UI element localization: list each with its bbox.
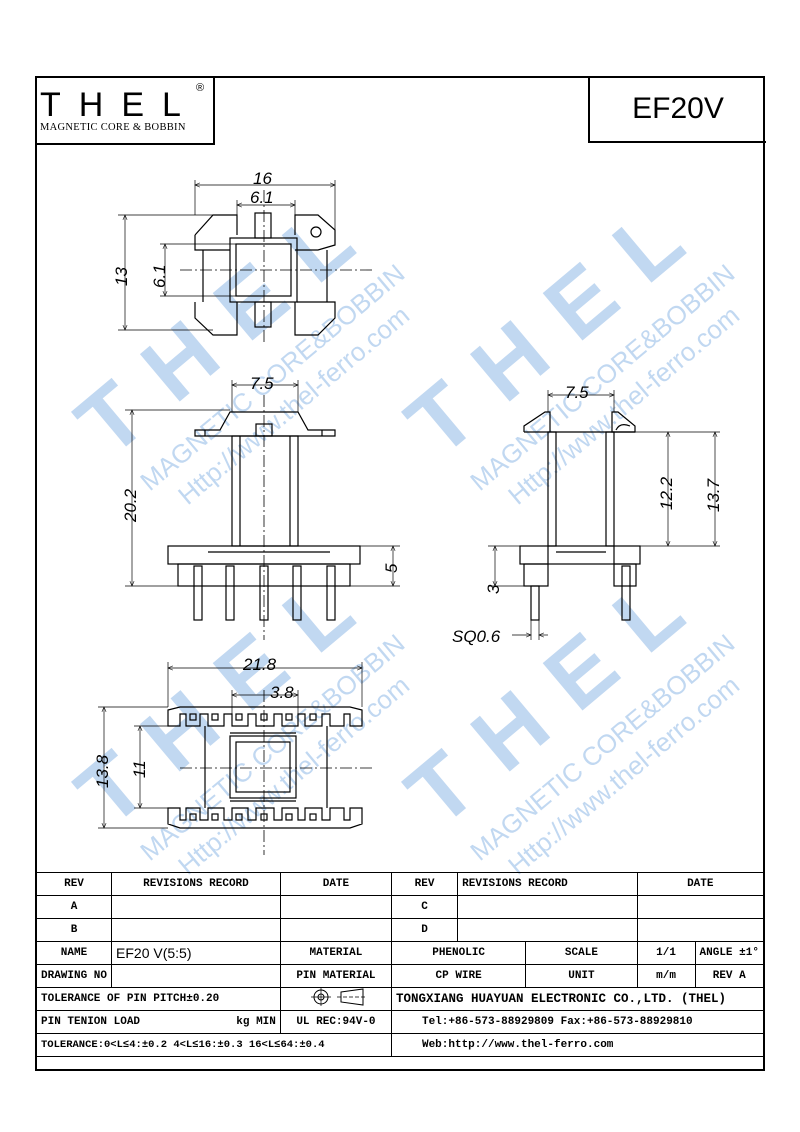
- projection-symbol: [279, 987, 392, 1011]
- rev-label: REV: [712, 970, 733, 982]
- scale-value: 1/1: [636, 941, 696, 965]
- bottom-view: [167, 706, 363, 829]
- pin-tension-unit: kg MIN: [236, 1016, 276, 1028]
- dim-bottom-inner-width: 11: [130, 760, 149, 778]
- front-view-dim-lines: [125, 380, 400, 586]
- unit-value: m/m: [636, 964, 696, 988]
- revisions-header: REVISIONS RECORD: [111, 872, 281, 896]
- top-view-dim-lines: [118, 180, 335, 330]
- pin-material-label: PIN MATERIAL: [279, 964, 392, 988]
- rev-header: REV: [390, 872, 459, 896]
- name-label: NAME: [35, 941, 113, 965]
- dim-front-base: 5: [382, 563, 401, 573]
- rev-d: D: [390, 918, 459, 942]
- rev-a: A: [35, 895, 113, 919]
- part-number: EF20V: [588, 77, 766, 143]
- pin-pitch-tolerance: TOLERANCE OF PIN PITCH±0.20: [36, 987, 281, 1011]
- drawing-no-label: DRAWING NO: [35, 964, 113, 988]
- material-label: MATERIAL: [279, 941, 392, 965]
- title-block: REV REVISIONS RECORD DATE REV REVISIONS …: [35, 872, 765, 1057]
- dim-front-height: 20.2: [121, 488, 140, 523]
- bottom-view-centerlines: [180, 690, 375, 855]
- dim-side-height: 13.7: [704, 478, 723, 512]
- ul-rec: UL REC:94V-0: [279, 1010, 392, 1034]
- angle-label: ANGLE: [699, 947, 733, 959]
- company-name: TONGXIANG HUAYUAN ELECTRONIC CO.,LTD. (T…: [390, 987, 765, 1011]
- dim-top-height: 13: [112, 267, 131, 286]
- dim-top-inner-width: 6.1: [250, 188, 274, 207]
- dim-bottom-length: 21.8: [242, 655, 277, 674]
- pin-material-value: CP WIRE: [390, 964, 527, 988]
- dim-bottom-width: 13.8: [93, 754, 112, 788]
- rev-c: C: [390, 895, 459, 919]
- dim-bottom-pitch: 3.8: [270, 683, 294, 702]
- unit-label: UNIT: [525, 964, 638, 988]
- dim-side-pin-size: SQ0.6: [452, 627, 501, 646]
- general-tolerance: TOLERANCE:0<L≤4:±0.2 4<L≤16:±0.3 16<L≤64…: [36, 1033, 392, 1057]
- website: Web:http://www.thel-ferro.com: [390, 1033, 765, 1057]
- top-view-centerlines: [180, 190, 375, 345]
- phone-fax: Tel:+86-573-88929809 Fax:+86-573-8892981…: [390, 1010, 765, 1034]
- logo-subtitle: MAGNETIC CORE & BOBBIN: [40, 122, 186, 133]
- angle-value: ±1°: [739, 947, 759, 959]
- rev-header: REV: [35, 872, 113, 896]
- company-logo: THEL: [40, 86, 199, 124]
- pin-tension-label: PIN TENION LOAD: [41, 1016, 141, 1028]
- logo-box: [36, 77, 215, 145]
- dim-side-inner-height: 12.2: [657, 476, 676, 510]
- bottom-view-dim-lines: [98, 662, 362, 828]
- date-header: DATE: [279, 872, 392, 896]
- registered-mark: ®: [196, 82, 205, 94]
- name-value: EF20 V(5:5): [111, 941, 281, 965]
- rev-b: B: [35, 918, 113, 942]
- dim-top-width: 16: [253, 169, 272, 188]
- material-value: PHENOLIC: [390, 941, 527, 965]
- rev-value: A: [739, 970, 746, 982]
- scale-label: SCALE: [525, 941, 638, 965]
- date-header: DATE: [636, 872, 765, 896]
- revisions-header: REVISIONS RECORD: [457, 872, 638, 896]
- dim-side-flange: 7.5: [565, 383, 589, 402]
- dim-front-flange: 7.5: [250, 374, 274, 393]
- third-angle-projection-icon: [310, 988, 367, 1006]
- sheet-border: [35, 76, 765, 1071]
- dim-side-pin-length: 3: [484, 584, 503, 594]
- dim-top-inner-height: 6.1: [150, 264, 169, 288]
- side-view-dim-lines: [488, 390, 720, 640]
